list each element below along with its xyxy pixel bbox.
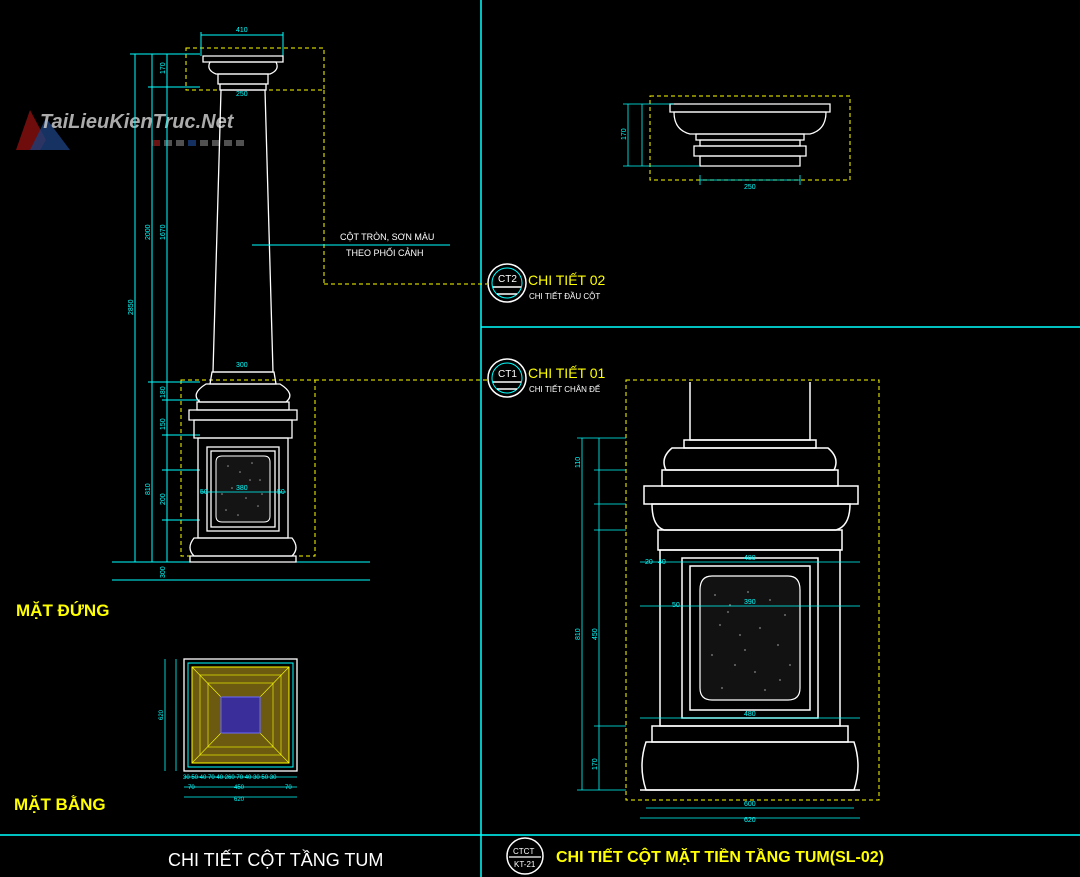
detail-01-side-b: 40 — [658, 559, 666, 566]
front-view-title: MẶT ĐỨNG — [16, 601, 109, 620]
plan-w3: 70 — [188, 785, 195, 791]
front-side-left: 50 — [200, 489, 208, 496]
front-v-cap: 170 — [160, 62, 167, 74]
badge-top-text: CTCT — [513, 847, 534, 856]
detail-01-inner-w: 390 — [744, 599, 756, 606]
detail-01-title: CHI TIẾT 01 — [528, 365, 606, 381]
plan-w2: 620 — [234, 797, 245, 803]
plan-bottom-row: 30 50 40 70 40 260 70 40 30 50 30 — [183, 775, 277, 781]
detail-01-v-panel: 450 — [592, 628, 599, 640]
watermark-logo: TaiLieuKienTruc.Net — [16, 110, 244, 150]
front-v-base: 810 — [145, 483, 152, 495]
front-note-line2: THEO PHỐI CẢNH — [346, 247, 424, 258]
detail-01-drawing — [577, 379, 880, 819]
front-note-line1: CỘT TRÒN, SƠN MÀU — [340, 232, 434, 242]
watermark-text: TaiLieuKienTruc.Net — [40, 111, 235, 133]
detail-01-subtitle: CHI TIẾT CHÂN ĐẾ — [529, 384, 600, 394]
front-shaft-width: 300 — [236, 362, 248, 369]
front-v-floor: 300 — [160, 566, 167, 578]
plan-view-drawing — [164, 658, 298, 798]
front-v-shaft: 2000 — [145, 224, 152, 240]
detail-01-panel-w2: 480 — [744, 711, 756, 718]
detail-01-bottom-w: 600 — [744, 801, 756, 808]
detail-01-v-top: 110 — [575, 457, 582, 468]
front-cap-width: 250 — [236, 91, 248, 98]
detail-01-side-c: 50 — [672, 602, 680, 609]
front-v-total: 2850 — [128, 299, 135, 315]
detail-01-side-a: 20 — [645, 559, 653, 566]
footer-right-title: CHI TIẾT CỘT MẶT TIỀN TẦNG TUM(SL-02) — [556, 847, 884, 866]
detail-02-tag-text: CT2 — [498, 274, 517, 285]
plan-view-title: MẶT BẰNG — [14, 795, 106, 814]
front-side-right: 50 — [277, 489, 285, 496]
detail-02-title: CHI TIẾT 02 — [528, 272, 606, 288]
sheet-badge: CTCT KT-21 — [506, 837, 544, 875]
front-top-width: 410 — [236, 27, 248, 34]
detail-01-tag: CT1 — [487, 358, 527, 398]
detail-02-height: 170 — [621, 128, 628, 140]
plan-w4: 70 — [285, 785, 292, 791]
front-v-base-b: 150 — [160, 418, 167, 430]
front-v-shaft2: 1670 — [160, 224, 167, 240]
detail-01-panel-w: 480 — [744, 555, 756, 562]
detail-02-drawing — [623, 95, 851, 185]
detail-01-v-total: 810 — [575, 628, 582, 640]
detail-01-v-bottom: 170 — [592, 758, 599, 770]
front-v-base-c: 200 — [160, 493, 167, 505]
detail-02-width: 250 — [744, 184, 756, 191]
front-panel-width: 380 — [236, 485, 248, 492]
detail-01-bottom-w2: 620 — [744, 817, 756, 824]
detail-01-tag-text: CT1 — [498, 369, 517, 380]
detail-02-tag: CT2 — [487, 263, 527, 303]
badge-bottom-text: KT-21 — [514, 860, 536, 869]
detail-02-subtitle: CHI TIẾT ĐẦU CỘT — [529, 291, 600, 301]
front-v-base-a: 180 — [160, 386, 167, 398]
plan-left: 620 — [159, 709, 165, 720]
front-view-drawing — [112, 32, 487, 581]
footer-left-title: CHI TIẾT CỘT TẦNG TUM — [168, 849, 383, 870]
plan-w1: 450 — [234, 785, 245, 791]
